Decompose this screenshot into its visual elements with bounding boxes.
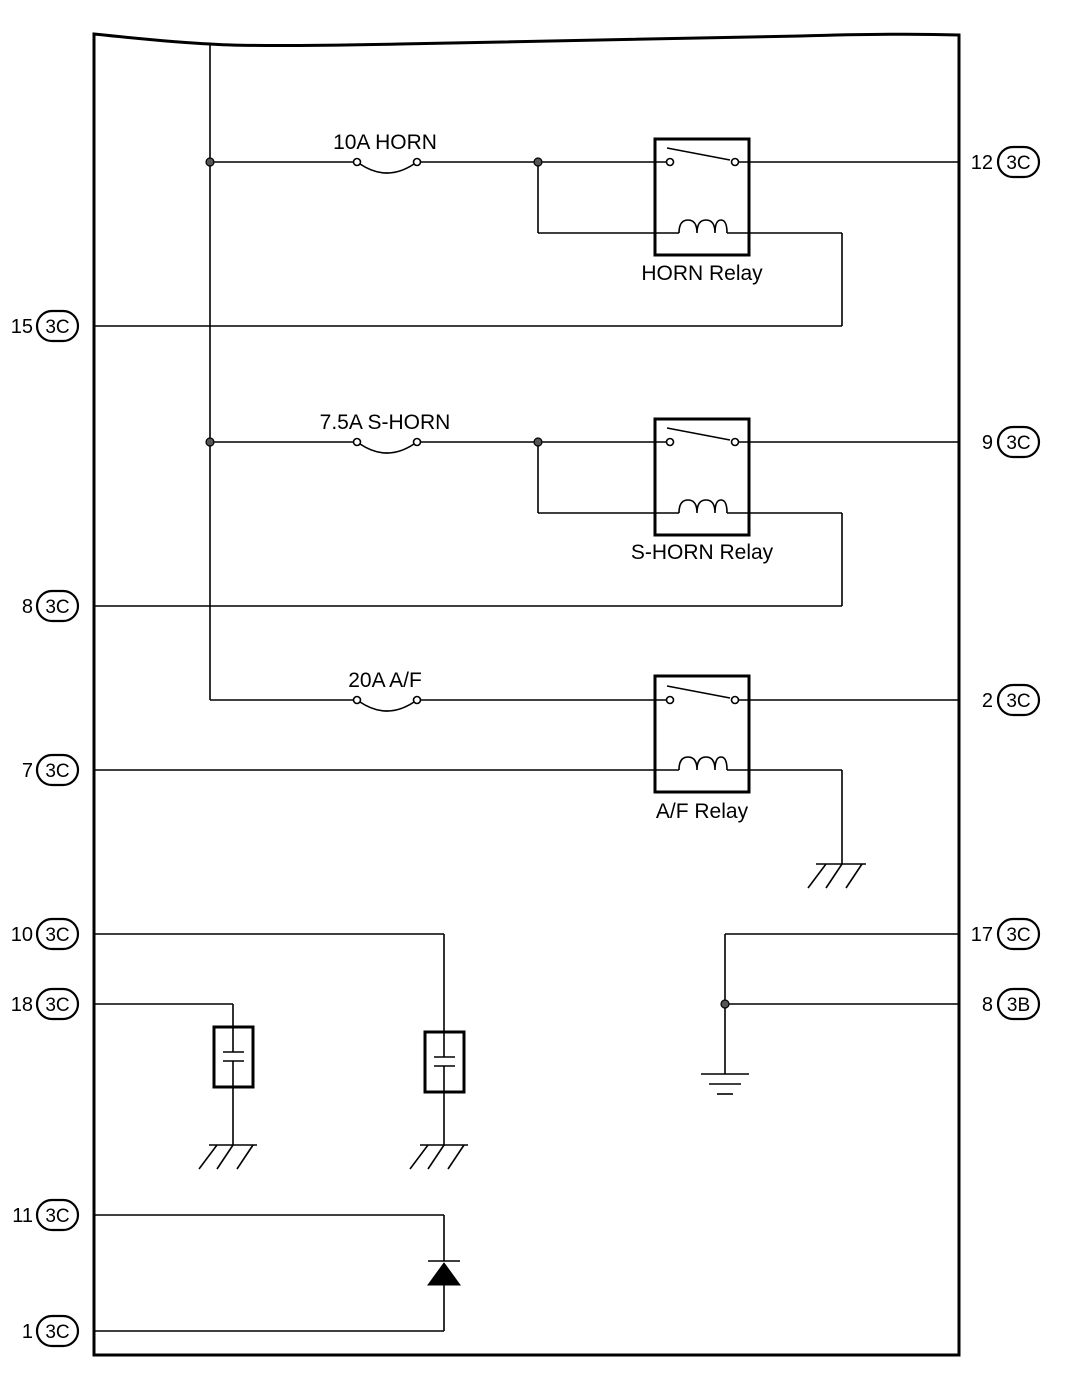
svg-text:15: 15 [11, 316, 33, 338]
left-terminal-11: 11 3C [12, 1198, 80, 1232]
svg-text:18: 18 [11, 994, 33, 1016]
svg-text:9: 9 [982, 432, 993, 454]
shorn-circuit [94, 417, 960, 607]
svg-text:7: 7 [22, 760, 33, 782]
svg-text:3C: 3C [45, 1322, 69, 1343]
svg-text:1: 1 [22, 1321, 33, 1343]
svg-text:8: 8 [22, 596, 33, 618]
shorn-relay-contact-b [730, 437, 740, 447]
fuse-label-horn: 10A HORN [333, 131, 437, 154]
svg-text:8: 8 [982, 994, 993, 1016]
capacitor-circuits [94, 933, 468, 1170]
left-terminal-10: 10 3C [11, 917, 80, 951]
af-relay-contact-b [730, 695, 740, 705]
shorn-relay-coil [678, 499, 728, 514]
svg-text:3C: 3C [45, 995, 69, 1016]
left-terminal-7: 7 3C [22, 753, 80, 787]
diode-circuit [94, 1214, 461, 1332]
body-ground-circuit [701, 933, 960, 1095]
junction-dot [205, 157, 215, 167]
horn-relay-coil [678, 219, 728, 234]
shorn-relay-box [653, 417, 751, 537]
left-terminal-18: 18 3C [11, 987, 80, 1021]
right-terminal-17: 17 3C [971, 917, 1041, 951]
fuse-af-element [359, 701, 415, 712]
junction-dot [533, 157, 543, 167]
right-terminal-9: 9 3C [982, 425, 1041, 459]
svg-text:3C: 3C [1006, 691, 1030, 712]
shorn-relay-switch-arm [666, 427, 731, 441]
left-terminal-15: 15 3C [11, 309, 80, 343]
horn-relay-contact-b [730, 157, 740, 167]
svg-text:10: 10 [11, 924, 33, 946]
fuse-shorn-terminal-left [352, 437, 362, 447]
fuse-horn-terminal-right [412, 157, 422, 167]
fuse-horn-element [359, 163, 415, 174]
svg-text:3C: 3C [45, 925, 69, 946]
horn-relay-contact-a [665, 157, 675, 167]
diode-triangle [427, 1262, 461, 1286]
shorn-relay-contact-a [665, 437, 675, 447]
af-relay-coil [678, 756, 728, 771]
af-relay-box [653, 674, 751, 794]
af-relay-switch-arm [666, 685, 731, 699]
relay-label-shorn: S-HORN Relay [631, 541, 774, 564]
fuse-label-af: 20A A/F [348, 669, 422, 692]
svg-text:12: 12 [971, 152, 993, 174]
horn-relay-box [653, 137, 751, 257]
horn-relay-switch-arm [666, 147, 731, 161]
right-terminal-12: 12 3C [971, 145, 1041, 179]
svg-text:3C: 3C [45, 597, 69, 618]
right-terminal-8: 8 3B [982, 987, 1041, 1021]
junction-dot [533, 437, 543, 447]
horn-circuit [94, 137, 960, 327]
svg-text:17: 17 [971, 924, 993, 946]
junction-block-outline [92, 32, 961, 1357]
svg-text:3C: 3C [45, 317, 69, 338]
relay-label-horn: HORN Relay [641, 262, 763, 285]
right-terminal-2: 2 3C [982, 683, 1041, 717]
svg-text:3C: 3C [45, 1206, 69, 1227]
af-relay-contact-a [665, 695, 675, 705]
af-circuit [94, 674, 960, 889]
svg-text:3C: 3C [1006, 153, 1030, 174]
svg-text:2: 2 [982, 690, 993, 712]
svg-text:3C: 3C [1006, 925, 1030, 946]
left-terminal-1: 1 3C [22, 1314, 80, 1348]
svg-text:11: 11 [12, 1205, 33, 1227]
fuse-af-terminal-right [412, 695, 422, 705]
junction-dot [720, 999, 730, 1009]
relay-label-af: A/F Relay [656, 800, 749, 823]
fuse-shorn-element [359, 443, 415, 454]
svg-text:3B: 3B [1007, 995, 1030, 1016]
left-terminal-8: 8 3C [22, 589, 80, 623]
fuse-horn-terminal-left [352, 157, 362, 167]
fuse-af-terminal-left [352, 695, 362, 705]
svg-text:3C: 3C [1006, 433, 1030, 454]
fuse-shorn-terminal-right [412, 437, 422, 447]
fuse-label-shorn: 7.5A S-HORN [320, 411, 451, 434]
junction-dot [205, 437, 215, 447]
svg-text:3C: 3C [45, 761, 69, 782]
